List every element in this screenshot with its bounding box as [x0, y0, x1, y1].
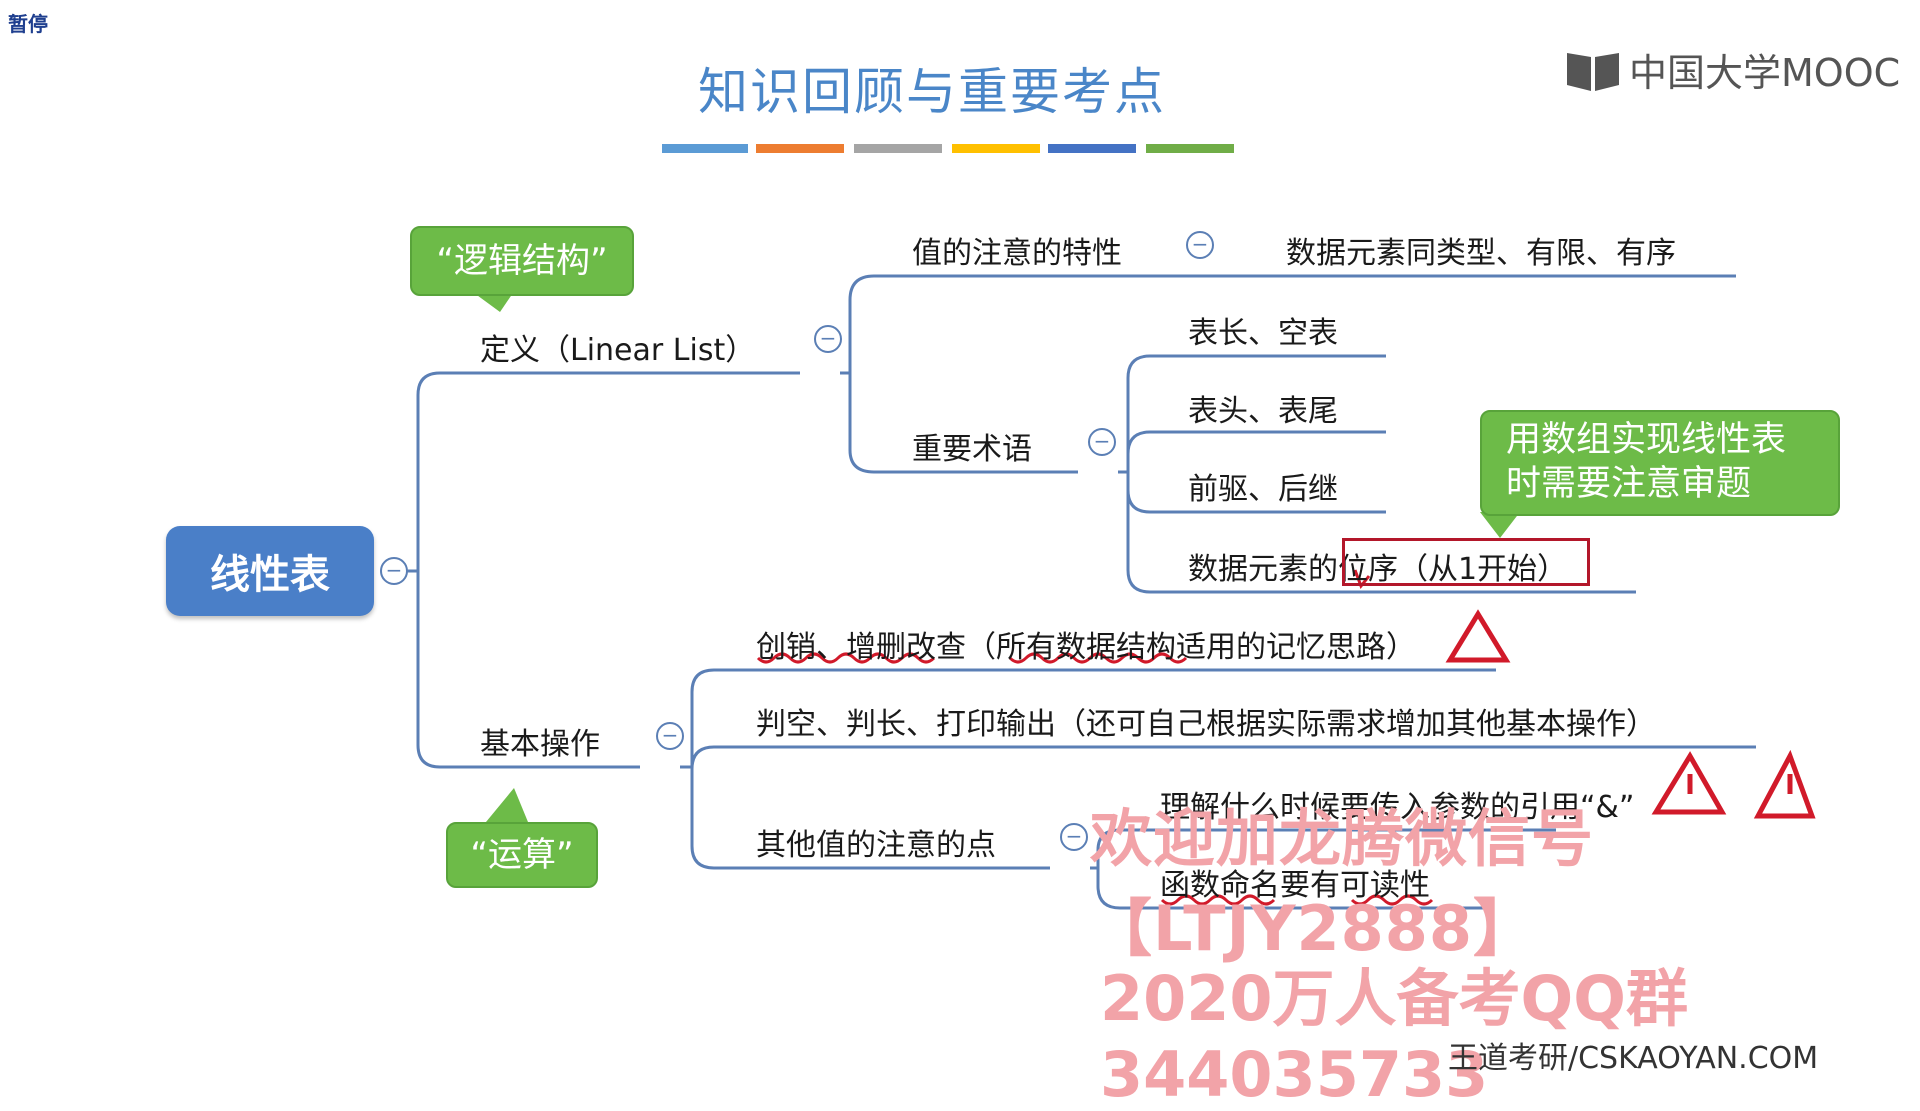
- root-collapse-icon[interactable]: −: [380, 557, 408, 585]
- mooc-book-icon: [1567, 52, 1619, 91]
- callout-tail: [1480, 512, 1520, 538]
- warning-triangle-icon: [1445, 609, 1511, 663]
- callout-operations: “运算”: [446, 822, 598, 888]
- operations-collapse-icon[interactable]: −: [656, 722, 684, 750]
- term-length-empty[interactable]: 表长、空表: [1188, 316, 1338, 351]
- node-attention-value[interactable]: 数据元素同类型、有限、有序: [1286, 236, 1676, 271]
- other-notes-collapse-icon[interactable]: −: [1060, 823, 1088, 851]
- node-basic-operations[interactable]: 基本操作: [480, 727, 600, 762]
- note-readable-function-names[interactable]: 函数命名要有可读性: [1160, 868, 1430, 903]
- watermark-qq-group: 2020万人备考QQ群 344035733: [1100, 962, 1688, 1111]
- note-pass-by-reference[interactable]: 理解什么时候要传入参数的引用“&”: [1160, 790, 1635, 825]
- attention-collapse-icon[interactable]: −: [1186, 231, 1214, 259]
- position-highlight-box: [1342, 538, 1590, 586]
- term-predecessor-successor[interactable]: 前驱、后继: [1188, 472, 1338, 507]
- credit-cskaoyan: 王道考研/CSKAOYAN.COM: [1448, 1041, 1819, 1076]
- terms-collapse-icon[interactable]: −: [1088, 428, 1116, 456]
- callout-array-line2: 时需要注意审题: [1506, 464, 1752, 504]
- node-definition[interactable]: 定义（Linear List）: [480, 333, 756, 368]
- callout-array-note: 用数组实现线性表 时需要注意审题: [1480, 410, 1840, 516]
- slide-title: 知识回顾与重要考点: [698, 63, 1166, 121]
- red-annotation-scribbles: [756, 569, 1434, 906]
- warning-triangle-icon: [1753, 749, 1816, 819]
- node-attention-properties[interactable]: 值的注意的特性: [912, 236, 1122, 271]
- mooc-logo: 中国大学MOOC: [1565, 42, 1900, 97]
- warning-triangle-icon: [1651, 751, 1727, 815]
- definition-collapse-icon[interactable]: −: [814, 325, 842, 353]
- term-position-order[interactable]: 数据元素的位序（从1开始）: [1188, 552, 1568, 587]
- logo-text: 中国大学MOOC: [1629, 51, 1901, 95]
- node-important-terms[interactable]: 重要术语: [912, 432, 1032, 467]
- op-empty-length-print[interactable]: 判空、判长、打印输出（还可自己根据实际需求增加其他基本操作）: [756, 707, 1656, 742]
- op-create-destroy-crud[interactable]: 创销、增删改查（所有数据结构适用的记忆思路）: [756, 630, 1416, 665]
- term-head-tail[interactable]: 表头、表尾: [1188, 394, 1338, 429]
- mindmap-connectors: [405, 144, 1816, 910]
- callout-tail: [486, 788, 528, 822]
- pause-label[interactable]: 暂停: [8, 12, 48, 36]
- op-other-notes[interactable]: 其他值的注意的点: [756, 828, 996, 863]
- root-node-linear-list[interactable]: 线性表: [166, 526, 374, 616]
- watermark-wechat: 欢迎加龙腾微信号【LTJY2888】: [1090, 802, 1595, 965]
- title-color-bar: [662, 144, 1234, 153]
- callout-array-line1: 用数组实现线性表: [1506, 420, 1787, 461]
- callout-logic-structure: “逻辑结构”: [410, 226, 634, 296]
